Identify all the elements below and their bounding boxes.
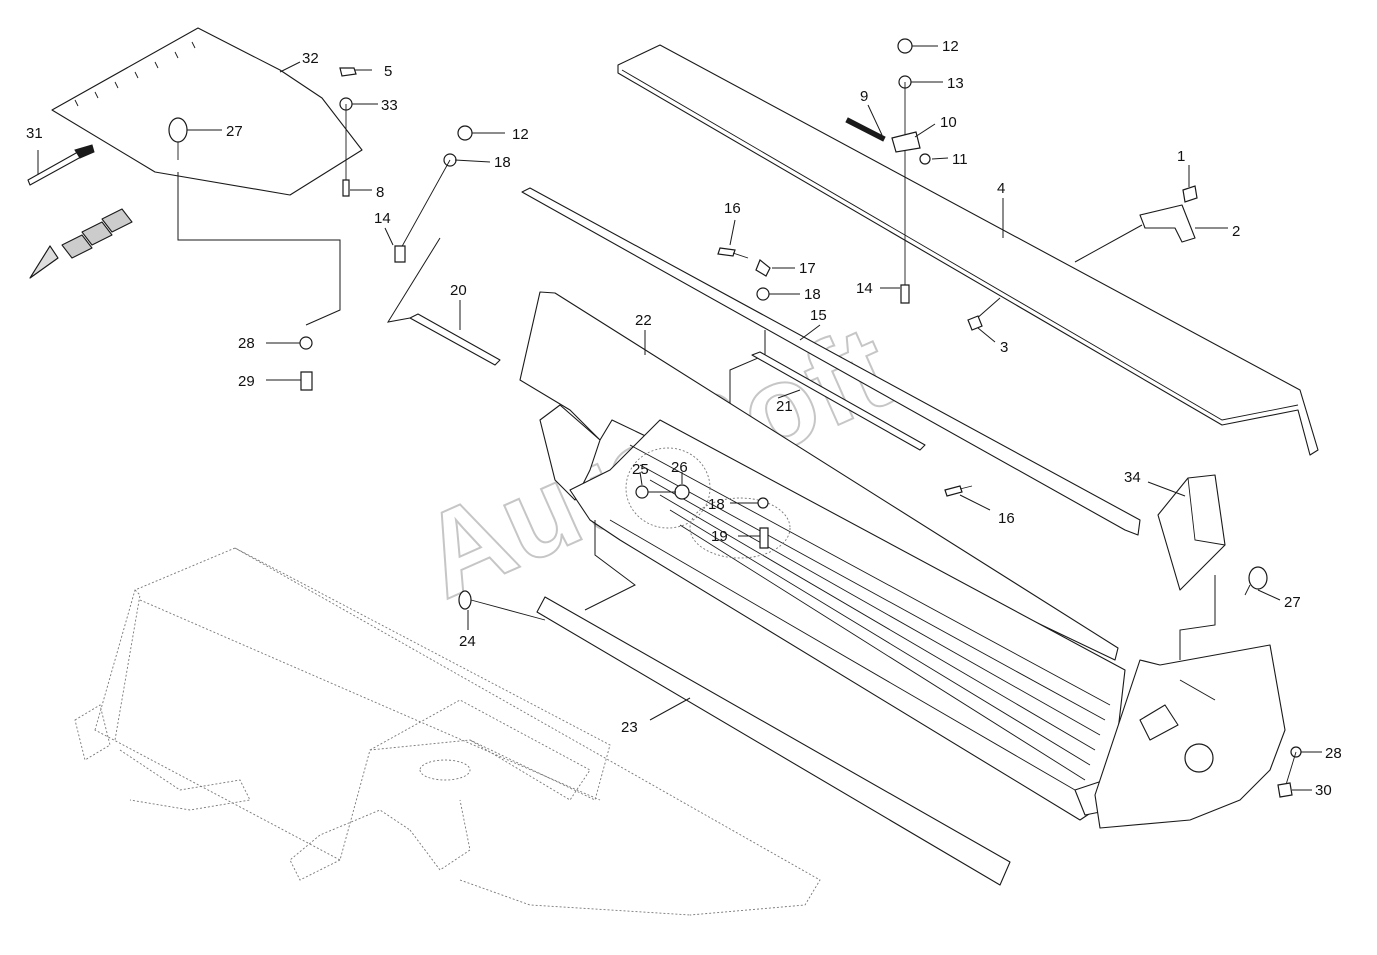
callout-28-right: 28 [1325,745,1342,762]
callout-32: 32 [302,50,319,67]
callout-4: 4 [997,180,1005,197]
part-4-top-cover [617,44,1319,456]
callout-30: 30 [1315,782,1332,799]
callout-12-right: 12 [942,38,959,55]
callout-leaders [37,45,1322,791]
callout-15: 15 [810,307,827,324]
callout-11: 11 [952,151,968,168]
callout-25: 25 [632,461,649,478]
callout-27-right: 27 [1284,594,1301,611]
callout-1: 1 [1177,148,1185,165]
callout-3: 3 [1000,339,1008,356]
callout-33: 33 [381,97,398,114]
callout-13: 13 [947,75,964,92]
callout-labels: 1 2 3 4 5 8 9 10 11 12 12 13 14 14 15 16… [26,38,1342,799]
callout-29: 29 [238,373,255,390]
callout-26: 26 [671,459,688,476]
callout-2: 2 [1232,223,1240,240]
callout-31: 31 [26,125,43,142]
callout-24: 24 [459,633,476,650]
part-31-rod [27,144,95,186]
callout-16-top: 16 [724,200,741,217]
part-15-strip [521,187,1141,536]
callout-9: 9 [860,88,868,105]
callout-14-left: 14 [374,210,391,227]
callout-10: 10 [940,114,957,131]
callout-19: 19 [711,528,728,545]
callout-18-mid: 18 [804,286,821,303]
callout-34: 34 [1124,469,1141,486]
part-20-bar [386,237,501,366]
callout-8: 8 [376,184,384,201]
callout-22: 22 [635,312,652,329]
direction-arrow-icon [29,208,133,279]
callout-28-left: 28 [238,335,255,352]
callout-17: 17 [799,260,816,277]
part-32-shield [51,27,363,326]
part-21-strip [751,351,926,451]
callout-14-right: 14 [856,280,873,297]
callout-23: 23 [621,719,638,736]
part-23-lower-strip [536,520,1011,886]
callout-12-left: 12 [512,126,529,143]
part-22-housing [519,291,1286,829]
callout-27-left: 27 [226,123,243,140]
machine-body-ghost [74,547,821,916]
callout-18-detail: 18 [708,496,725,513]
callout-21: 21 [776,398,793,415]
callout-16-right: 16 [998,510,1015,527]
hardware-items [168,38,1302,798]
part-34-bracket [1157,474,1226,591]
callout-20: 20 [450,282,467,299]
callout-5: 5 [384,63,392,80]
callout-18-left: 18 [494,154,511,171]
